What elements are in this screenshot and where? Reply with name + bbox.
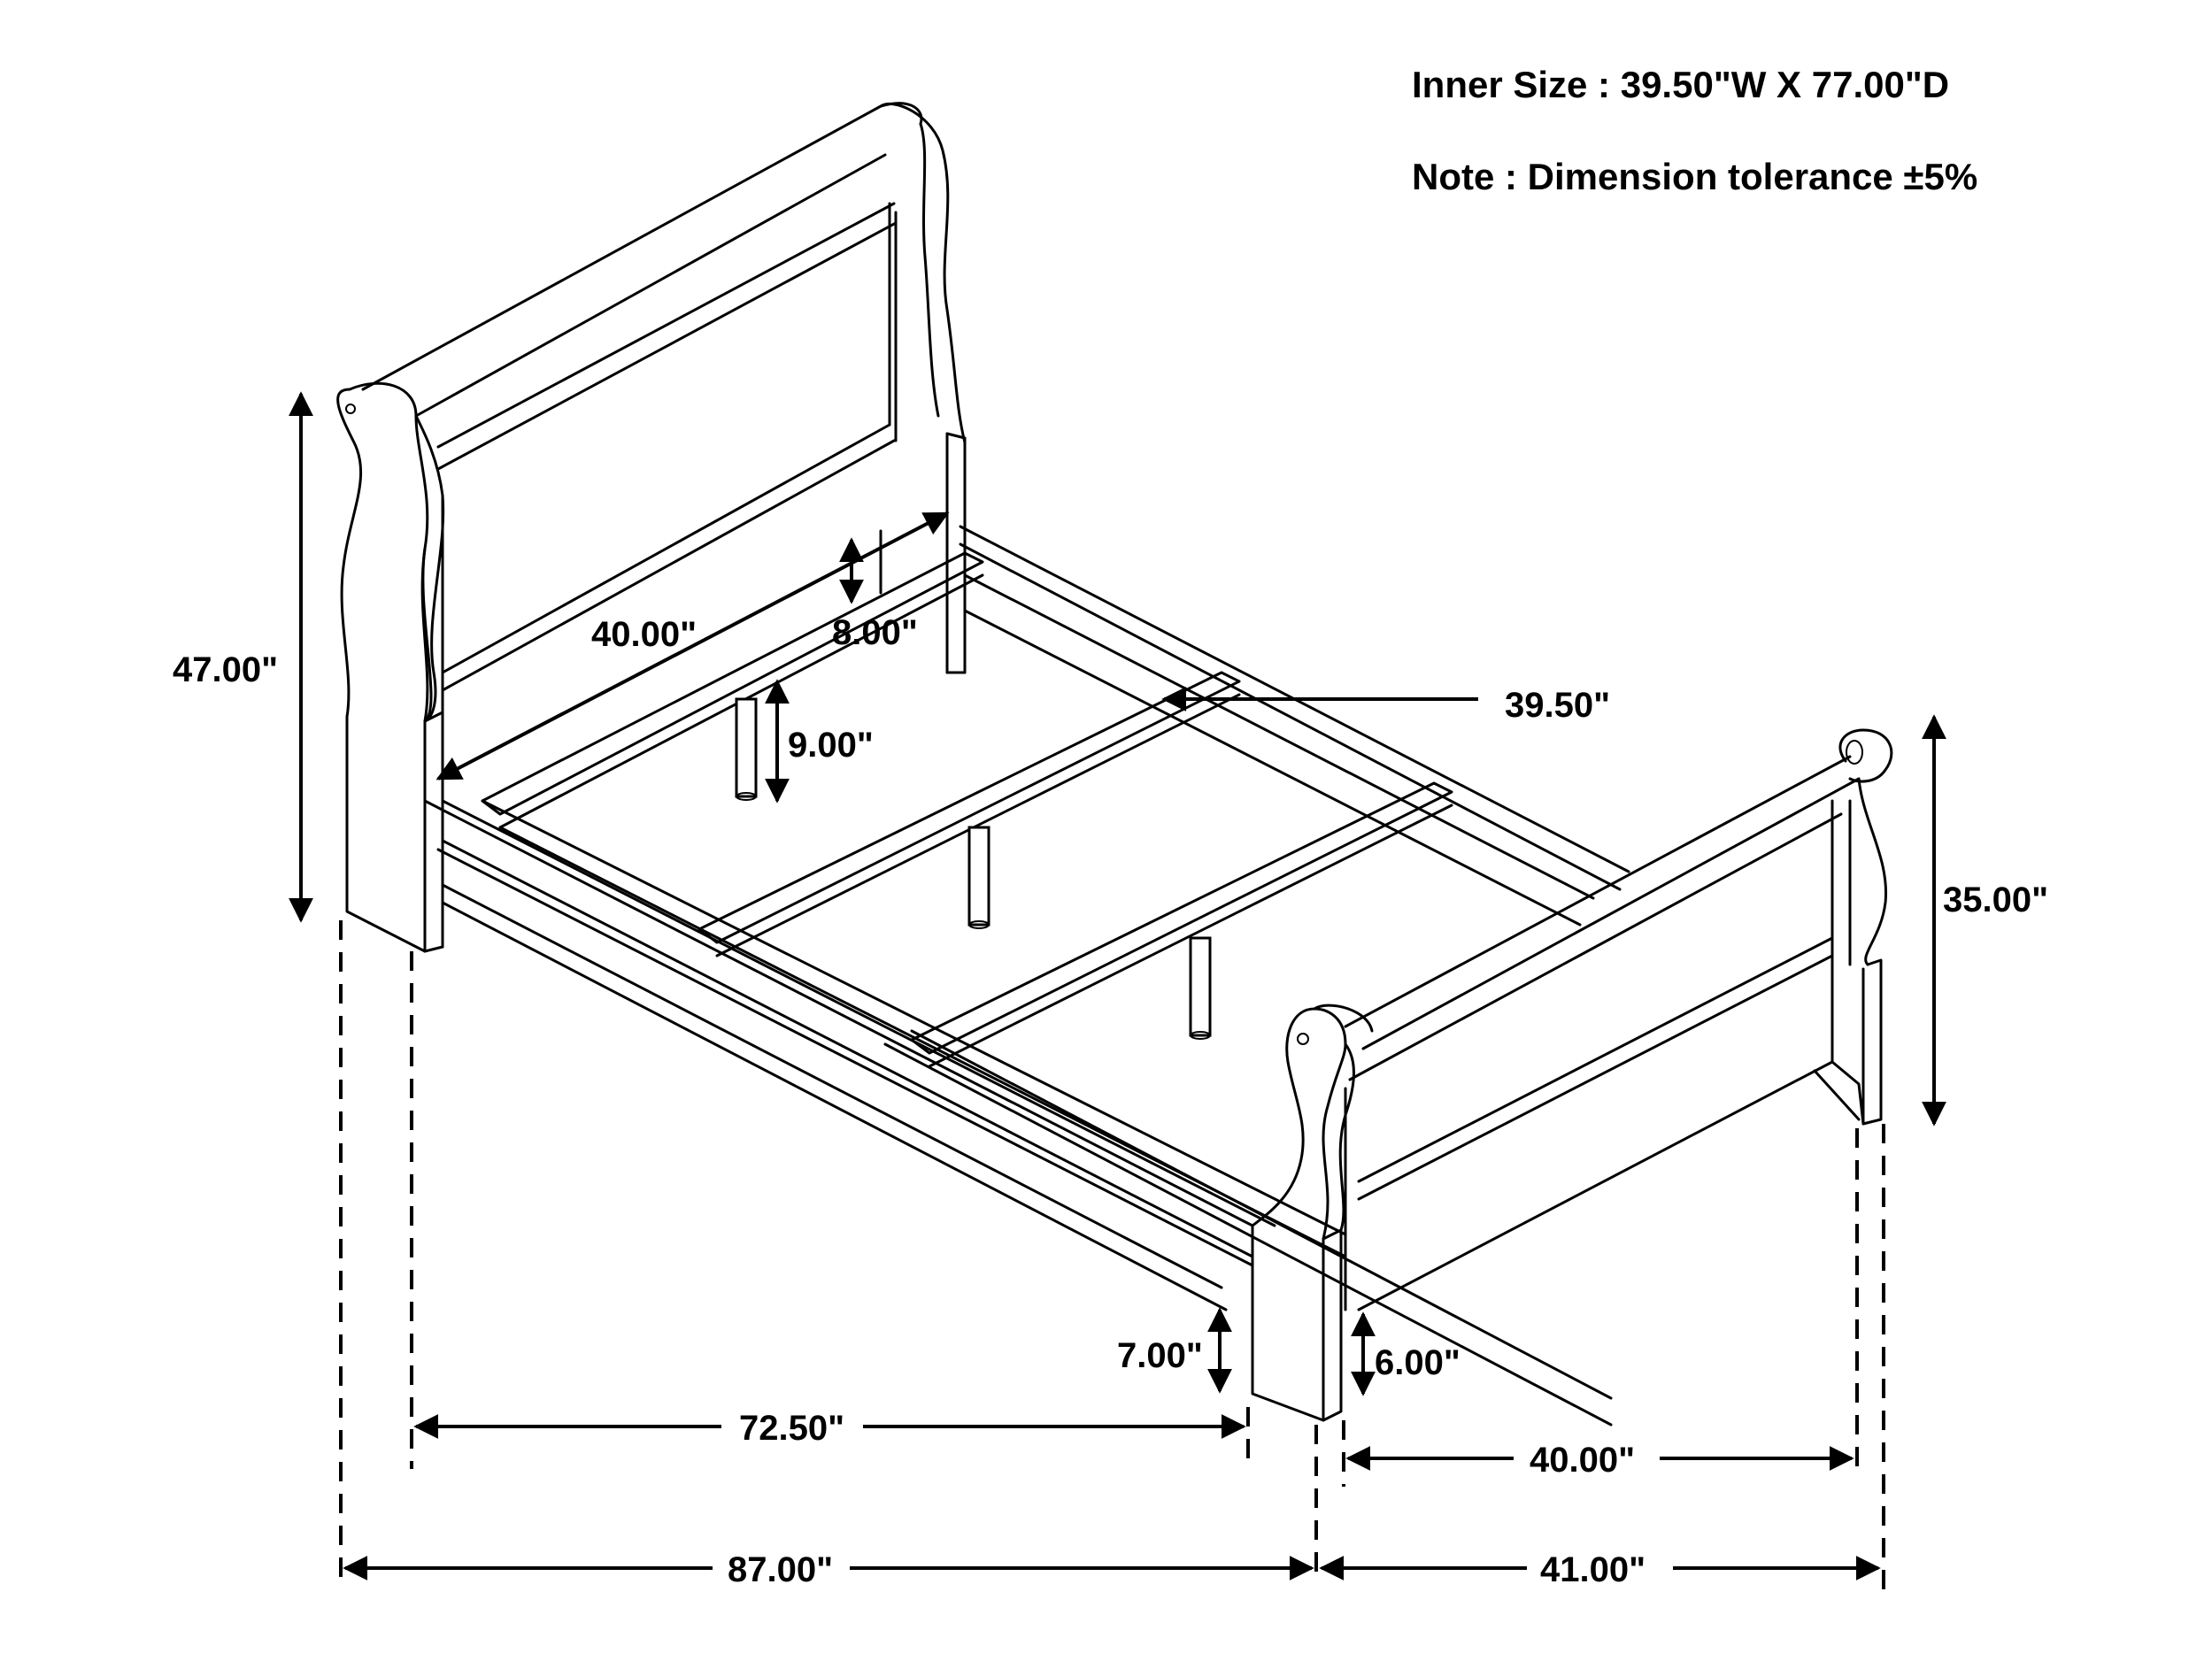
label-overall-length: 87.00" <box>728 1550 833 1589</box>
tolerance-note: Note : Dimension tolerance ±5% <box>1412 156 1977 197</box>
label-overall-width: 41.00" <box>1540 1550 1646 1589</box>
label-center-leg-height: 9.00" <box>788 726 874 765</box>
label-footboard-height: 35.00" <box>1943 880 2048 919</box>
label-inner-width: 40.00" <box>1530 1441 1635 1480</box>
headboard <box>336 102 967 953</box>
inner-size-note: Inner Size : 39.50"W X 77.00"D <box>1412 64 1949 105</box>
dimension-lines <box>289 391 1946 1593</box>
slats <box>481 551 1613 1426</box>
label-inner-length: 72.50" <box>739 1409 844 1448</box>
dimension-labels: 47.00" 40.00" 8.00" 9.00" 39.50" 35.00" … <box>173 613 2048 1589</box>
label-slat-width: 39.50" <box>1505 686 1610 725</box>
bed-drawing <box>336 102 1893 1426</box>
label-foot-rail-clearance: 6.00" <box>1375 1343 1461 1382</box>
footboard <box>1251 728 1893 1422</box>
label-headboard-height: 47.00" <box>173 650 278 689</box>
label-side-rail-clearance: 7.00" <box>1117 1336 1203 1375</box>
label-headboard-width: 40.00" <box>591 615 697 654</box>
label-rail-height: 8.00" <box>832 613 918 652</box>
